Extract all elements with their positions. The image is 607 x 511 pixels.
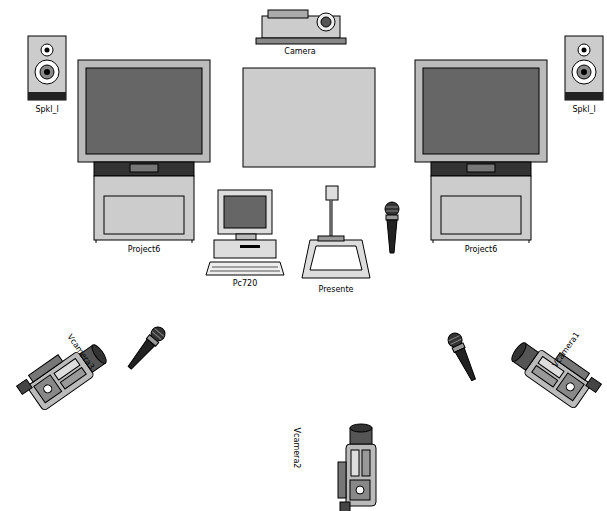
device-label: Presente <box>319 286 354 294</box>
device-label: Pc720 <box>233 280 258 288</box>
microphone <box>124 324 168 372</box>
ceiling-camera <box>256 10 346 44</box>
device-label: Project6 <box>128 246 160 254</box>
projection-tv <box>78 60 210 243</box>
video-camera <box>15 333 111 416</box>
device-label: Spkl_l <box>35 106 58 114</box>
center-screen <box>243 68 375 167</box>
speaker <box>28 36 66 100</box>
projection-tv <box>415 60 547 243</box>
speaker <box>565 36 603 100</box>
microphone <box>385 202 399 253</box>
document-camera <box>302 186 370 278</box>
pc <box>206 190 284 275</box>
microphone <box>446 331 480 383</box>
video-camera <box>338 424 376 511</box>
device-label: Spkl_l <box>572 106 595 114</box>
device-label: Camera <box>284 48 315 56</box>
device-label: Vcamera2 <box>292 428 300 469</box>
video-camera <box>507 331 603 414</box>
device-label: Project6 <box>465 246 497 254</box>
